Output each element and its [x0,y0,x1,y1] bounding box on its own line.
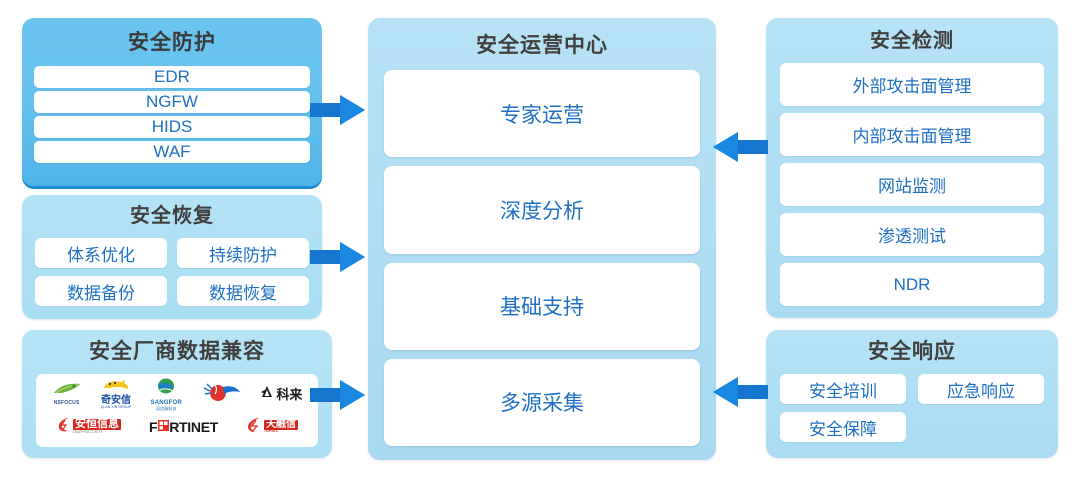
vendor-logo-topsec: 天融信 TOPSEC [246,417,298,437]
vendor-submark: QI AN XIN GROUP [100,405,132,410]
panel-title-security-protection: 安全防护 [128,31,216,54]
recovery-item-continuous-protection[interactable]: 持续防护 [177,238,309,268]
vendor-cnmark: 安恒信息 [72,418,121,431]
detection-item-external-attack-surface[interactable]: 外部攻击面管理 [780,63,1044,106]
recovery-item-data-restore[interactable]: 数据恢复 [177,276,309,306]
vendor-logo-venustech [201,382,241,406]
detection-item-website-monitoring[interactable]: 网站监测 [780,163,1044,206]
soc-item-basic-support[interactable]: 基础支持 [384,262,700,350]
soc-item-multi-source-collection[interactable]: 多源采集 [384,358,700,446]
soc-item-expert-operations[interactable]: 专家运营 [384,70,700,158]
vendor-logo-sangfor: SANGFOR 深信服科技 [151,378,182,411]
response-item-emergency-response[interactable]: 应急响应 [918,374,1044,404]
panel-title-soc: 安全运营中心 [476,34,608,57]
panel-title-security-recovery: 安全恢复 [130,205,214,227]
vendor-cnmark: 天融信 [263,418,298,430]
vendor-logo-colasoft: 科来 [260,385,302,403]
leaf-green-icon [52,382,82,400]
detection-item-list: 外部攻击面管理 内部攻击面管理 网站监测 渗透测试 NDR [780,63,1044,306]
protection-item-ngfw[interactable]: NGFW [34,91,310,113]
panel-security-response[interactable]: 安全响应 安全培训 应急响应 安全保障 [766,330,1058,458]
fortinet-square-icon [157,419,169,435]
vendor-logo-fortinet: F RTINET [148,418,218,435]
arrow-right-icon-recovery-to-soc [310,240,366,274]
arrow-right-icon-protection-to-soc [310,93,366,127]
detection-item-ndr[interactable]: NDR [780,263,1044,306]
protection-item-waf[interactable]: WAF [34,141,310,163]
vendor-logo-dbappsecurity: 安恒信息 DBAPPSECURITY [56,417,121,437]
recovery-item-data-backup[interactable]: 数据备份 [35,276,167,306]
vendor-logo-qianxin: 奇安信 QI AN XIN GROUP [101,379,132,410]
detection-item-internal-attack-surface[interactable]: 内部攻击面管理 [780,113,1044,156]
response-item-security-assurance[interactable]: 安全保障 [780,412,906,442]
red-check-icon [246,417,262,437]
vendor-wordmark: SANGFOR [150,400,182,406]
vendor-logo-nsfocus: NSFOCUS [52,382,82,406]
response-item-security-training[interactable]: 安全培训 [780,374,906,404]
protection-item-edr[interactable]: EDR [34,66,310,88]
detection-item-penetration-testing[interactable]: 渗透测试 [780,213,1044,256]
protection-item-list: EDR NGFW HIDS WAF [34,66,310,163]
vendor-wordmark: NSFOCUS [53,400,80,407]
arrow-right-icon-vendors-to-soc [310,378,366,412]
panel-security-recovery[interactable]: 安全恢复 体系优化 持续防护 数据备份 数据恢复 [22,195,322,319]
vendor-submark: DBAPPSECURITY [72,429,103,434]
recovery-item-system-optimization[interactable]: 体系优化 [35,238,167,268]
arrow-left-icon-detection-to-soc [712,130,768,164]
panel-vendor-data-compatibility[interactable]: 安全厂商数据兼容 NSFOCUS [22,330,332,458]
soc-item-deep-analysis[interactable]: 深度分析 [384,166,700,254]
vendor-submark: TOPSEC [263,429,279,434]
panel-title-security-detection: 安全检测 [870,30,954,52]
vendor-submark: 深信服科技 [155,405,177,411]
response-item-list: 安全培训 应急响应 安全保障 [780,374,1044,442]
vendor-logo-row-2: 安恒信息 DBAPPSECURITY F [42,411,312,444]
vendor-cnmark: 科来 [276,386,303,402]
vendor-logo-board: NSFOCUS 奇安信 QI AN XIN GROUP [36,374,318,447]
panel-title-vendor-compatibility: 安全厂商数据兼容 [89,340,265,363]
arrow-left-icon-response-to-soc [712,375,768,409]
vendor-cnmark: 奇安信 [101,394,132,406]
red-blue-swoosh-icon [201,382,241,406]
recovery-item-list: 体系优化 持续防护 数据备份 数据恢复 [35,238,309,306]
protection-item-hids[interactable]: HIDS [34,116,310,138]
panel-title-security-response: 安全响应 [868,340,956,363]
red-swoosh-icon [56,417,71,437]
panel-security-operations-center[interactable]: 安全运营中心 专家运营 深度分析 基础支持 多源采集 [368,18,716,460]
panel-security-protection[interactable]: 安全防护 EDR NGFW HIDS WAF [22,18,322,186]
soc-item-list: 专家运营 深度分析 基础支持 多源采集 [384,70,700,446]
globe-green-icon [156,378,176,399]
tiger-yellow-icon [101,379,131,396]
panel-security-detection[interactable]: 安全检测 外部攻击面管理 内部攻击面管理 网站监测 渗透测试 NDR [766,18,1058,318]
colasoft-dark-icon [260,385,274,403]
vendor-logo-row-1: NSFOCUS 奇安信 QI AN XIN GROUP [42,378,312,411]
